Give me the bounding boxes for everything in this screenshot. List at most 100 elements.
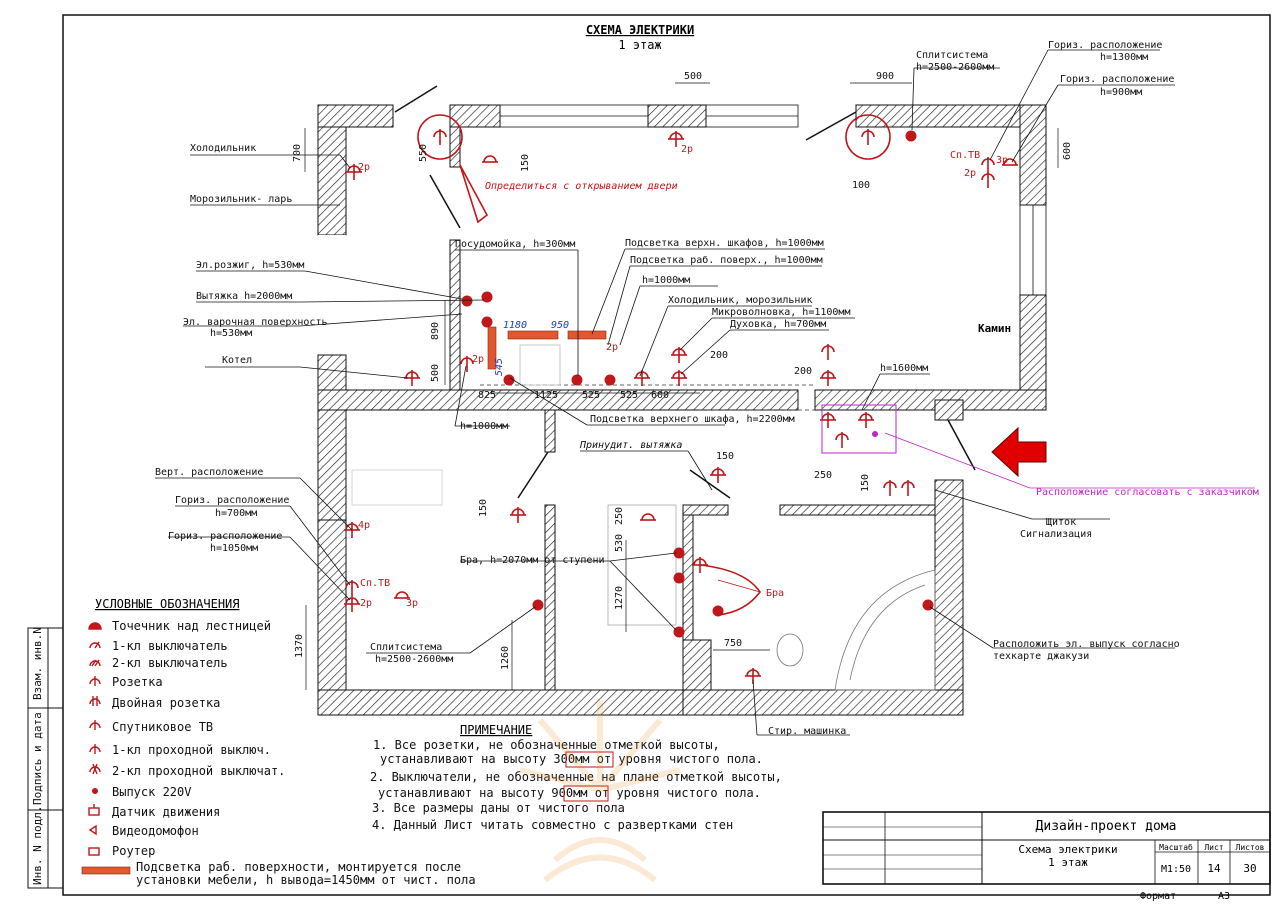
leader-lines [155, 49, 1175, 736]
label-door-note: Определиться с открыванием двери [485, 181, 678, 192]
label-horiz-1300-h: h=1300мм [1100, 52, 1148, 63]
label-washer: Стир. машинка [768, 726, 846, 737]
svg-text:150: 150 [860, 474, 871, 492]
label-dishwasher: Посудомойка, h=300мм [455, 238, 575, 250]
svg-text:150: 150 [478, 499, 489, 517]
svg-text:525: 525 [620, 390, 638, 401]
svg-text:Масштаб: Масштаб [1159, 842, 1193, 852]
label-fridge: Холодильник [190, 143, 256, 154]
svg-text:Формат: Формат [1140, 891, 1176, 902]
stamp-inv-original: Инв. N подл. [31, 806, 44, 885]
label-panel: Щиток [1046, 517, 1076, 528]
plan-labels: Холодильник Морозильник- ларь Эл.розжиг,… [155, 40, 1259, 737]
label-hood: Вытяжка h=2000мм [196, 291, 292, 302]
svg-text:550: 550 [418, 144, 429, 162]
legend-item-10: Видеодомофон [112, 824, 199, 838]
label-work-light: Подсветка раб. поверх., h=1000мм [630, 254, 823, 266]
label-h1000: h=1000мм [642, 275, 690, 286]
legend-strip-line2: установки мебели, h вывода=1450мм от чис… [136, 873, 476, 887]
entrance-arrow-icon [991, 426, 1047, 478]
windows [499, 104, 1047, 296]
label-2r-boiler: 2р [472, 354, 484, 365]
svg-text:530: 530 [614, 534, 625, 552]
label-horiz-900-h: h=900мм [1100, 87, 1142, 98]
svg-text:устанавливают на высоту 300мм: устанавливают на высоту 300мм от уровня … [380, 752, 763, 766]
notes: ПРИМЕЧАНИЕ 1. Все розетки, не обозначенн… [370, 723, 782, 832]
svg-text:600: 600 [1062, 142, 1073, 160]
label-2r-kitchen: 2р [606, 342, 618, 353]
legend-item-3: Розетка [112, 675, 163, 689]
label-jacuzzi-2: техкарте джакузи [993, 651, 1089, 662]
label-h1000-b: h=1000мм [460, 421, 508, 432]
label-2r-fridge: 2р [358, 162, 370, 173]
label-sconce-stair: Бра, h=2070мм от ступени [460, 555, 605, 566]
legend-item-1: 1-кл выключатель [112, 639, 228, 653]
label-fireplace: Камин [978, 322, 1011, 335]
side-stamp: Взам. инв.N Подпись и дата Инв. N подл. [27, 627, 64, 889]
svg-text:1270: 1270 [614, 586, 625, 610]
label-split-top: Сплитсистема [916, 50, 988, 61]
label-split-bottom: Сплитсистема [370, 642, 442, 653]
work-light-strips [487, 326, 607, 370]
svg-text:700: 700 [292, 144, 303, 162]
sheet-frame [62, 14, 1271, 896]
label-jacuzzi-1: Расположить эл. выпуск согласно [993, 639, 1180, 650]
svg-text:250: 250 [814, 470, 832, 481]
project-name: Дизайн-проект дома [1036, 819, 1177, 834]
svg-text:1180: 1180 [503, 320, 527, 331]
watermark-logo [519, 700, 681, 883]
label-microwave: Микроволновка, h=1100мм [712, 307, 850, 318]
label-split-bottom-h: h=2500-2600мм [375, 654, 453, 665]
fixtures [351, 344, 936, 691]
notes-title: ПРИМЕЧАНИЕ [460, 723, 532, 737]
svg-text:200: 200 [710, 350, 728, 361]
sheet-name-2: 1 этаж [1048, 856, 1088, 869]
legend-item-0: Точечник над лестницей [112, 619, 271, 633]
svg-text:1125: 1125 [534, 390, 558, 401]
label-el-rozhig: Эл.розжиг, h=530мм [196, 260, 304, 271]
label-2r-bottom: 2р [360, 598, 372, 609]
label-sp-tv-top: Сп.ТВ [950, 150, 980, 161]
label-horiz-1050: Гориз. расположение [168, 531, 282, 542]
outlets [344, 114, 1018, 684]
legend-item-11: Роутер [112, 844, 155, 858]
label-sconce: Бра [766, 588, 784, 599]
title-block-text: Дизайн-проект дома Схема электрики 1 эта… [1018, 819, 1264, 902]
strip-legend-icon [81, 866, 131, 875]
legend-title: УСЛОВНЫЕ ОБОЗНАЧЕНИЯ [95, 597, 240, 611]
svg-text:500: 500 [430, 364, 441, 382]
svg-text:1. Все розетки, не обозначенны: 1. Все розетки, не обозначенные отметкой… [373, 738, 720, 752]
sheets-total: 30 [1243, 862, 1256, 875]
svg-text:825: 825 [478, 390, 496, 401]
drawing-floor: 1 этаж [618, 38, 661, 52]
svg-text:200: 200 [794, 366, 812, 377]
label-forced-hood: Принудит. вытяжка [579, 440, 682, 451]
label-sp-tv-bottom: Сп.ТВ [360, 578, 390, 589]
label-upper-cab-light: Подсветка верхн. шкафов, h=1000мм [625, 237, 824, 249]
svg-text:545: 545 [494, 358, 505, 376]
title-block [822, 811, 1271, 885]
svg-text:150: 150 [716, 451, 734, 462]
label-h1600: h=1600мм [880, 363, 928, 374]
scale-value: М1:50 [1161, 864, 1191, 875]
label-fridge-freezer: Холодильник, морозильник [668, 295, 813, 306]
legend-item-9: Датчик движения [112, 805, 220, 819]
legend-item-4: Двойная розетка [112, 696, 220, 710]
svg-text:1370: 1370 [294, 634, 305, 658]
label-horiz-1050-h: h=1050мм [210, 543, 258, 554]
label-split-top-h: h=2500-2600мм [916, 62, 994, 73]
svg-text:А3: А3 [1218, 891, 1230, 902]
label-upper-cab-2200: Подсветка верхнего шкафа, h=2200мм [590, 413, 795, 425]
legend-item-7: 2-кл проходной выключат. [112, 764, 285, 778]
label-boiler: Котел [222, 355, 252, 366]
label-horiz-700-h: h=700мм [215, 508, 257, 519]
legend: УСЛОВНЫЕ ОБОЗНАЧЕНИЯ Точечник над лестни… [81, 597, 476, 887]
svg-text:100: 100 [852, 180, 870, 191]
label-agree-client: Расположение согласовать с заказчиком [1036, 487, 1259, 498]
svg-text:4. Данный Лист читать совместн: 4. Данный Лист читать совместно с развер… [372, 818, 733, 832]
door-lines [394, 85, 976, 499]
stamp-sign-date: Подпись и дата [31, 712, 44, 805]
label-vert: Верт. расположение [155, 467, 263, 478]
label-hob: Эл. варочная поверхность [183, 317, 328, 328]
